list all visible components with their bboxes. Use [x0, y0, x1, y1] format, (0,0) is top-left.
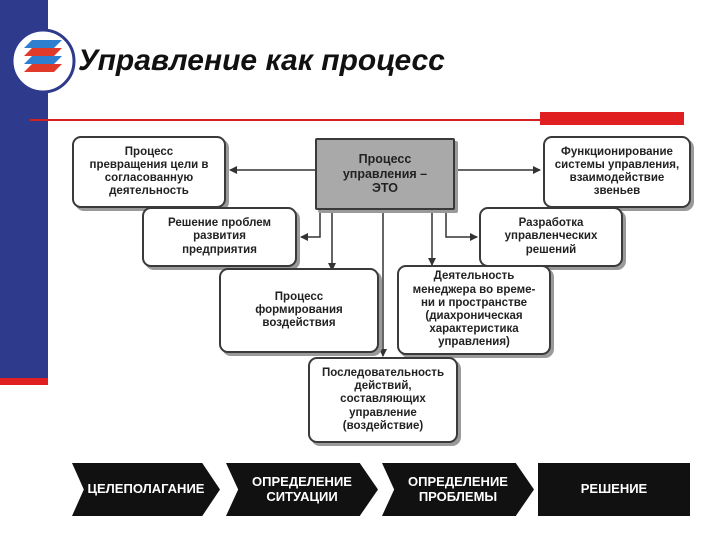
stacked-layers-logo-icon — [10, 28, 76, 94]
sidebar-accent — [0, 378, 48, 385]
divider-accent — [540, 112, 684, 125]
box-problem-solving: Решение проблем развития предприятия — [142, 207, 297, 267]
stage-goal-setting: ЦЕЛЕПОЛАГАНИЕ — [72, 463, 220, 516]
box-decision-making: Разработка управленческих решений — [479, 207, 623, 267]
box-manager-activity: Деятельность менеджера во време- ни и пр… — [397, 265, 551, 355]
page-title: Управление как процесс — [78, 44, 445, 77]
stage-decision: РЕШЕНИЕ — [538, 463, 690, 516]
center-box: Процесс управления – ЭТО — [315, 138, 455, 210]
title-divider — [30, 119, 540, 121]
box-goal-transformation: Процесс превращения цели в согласованную… — [72, 136, 226, 208]
box-influence-formation: Процесс формирования воздействия — [219, 268, 379, 353]
box-system-functioning: Функционирование системы управления, вза… — [543, 136, 691, 208]
stage-situation-definition: ОПРЕДЕЛЕНИЕ СИТУАЦИИ — [226, 463, 378, 516]
stage-problem-definition: ОПРЕДЕЛЕНИЕ ПРОБЛЕМЫ — [382, 463, 534, 516]
box-action-sequence: Последовательность действий, составляющи… — [308, 357, 458, 443]
